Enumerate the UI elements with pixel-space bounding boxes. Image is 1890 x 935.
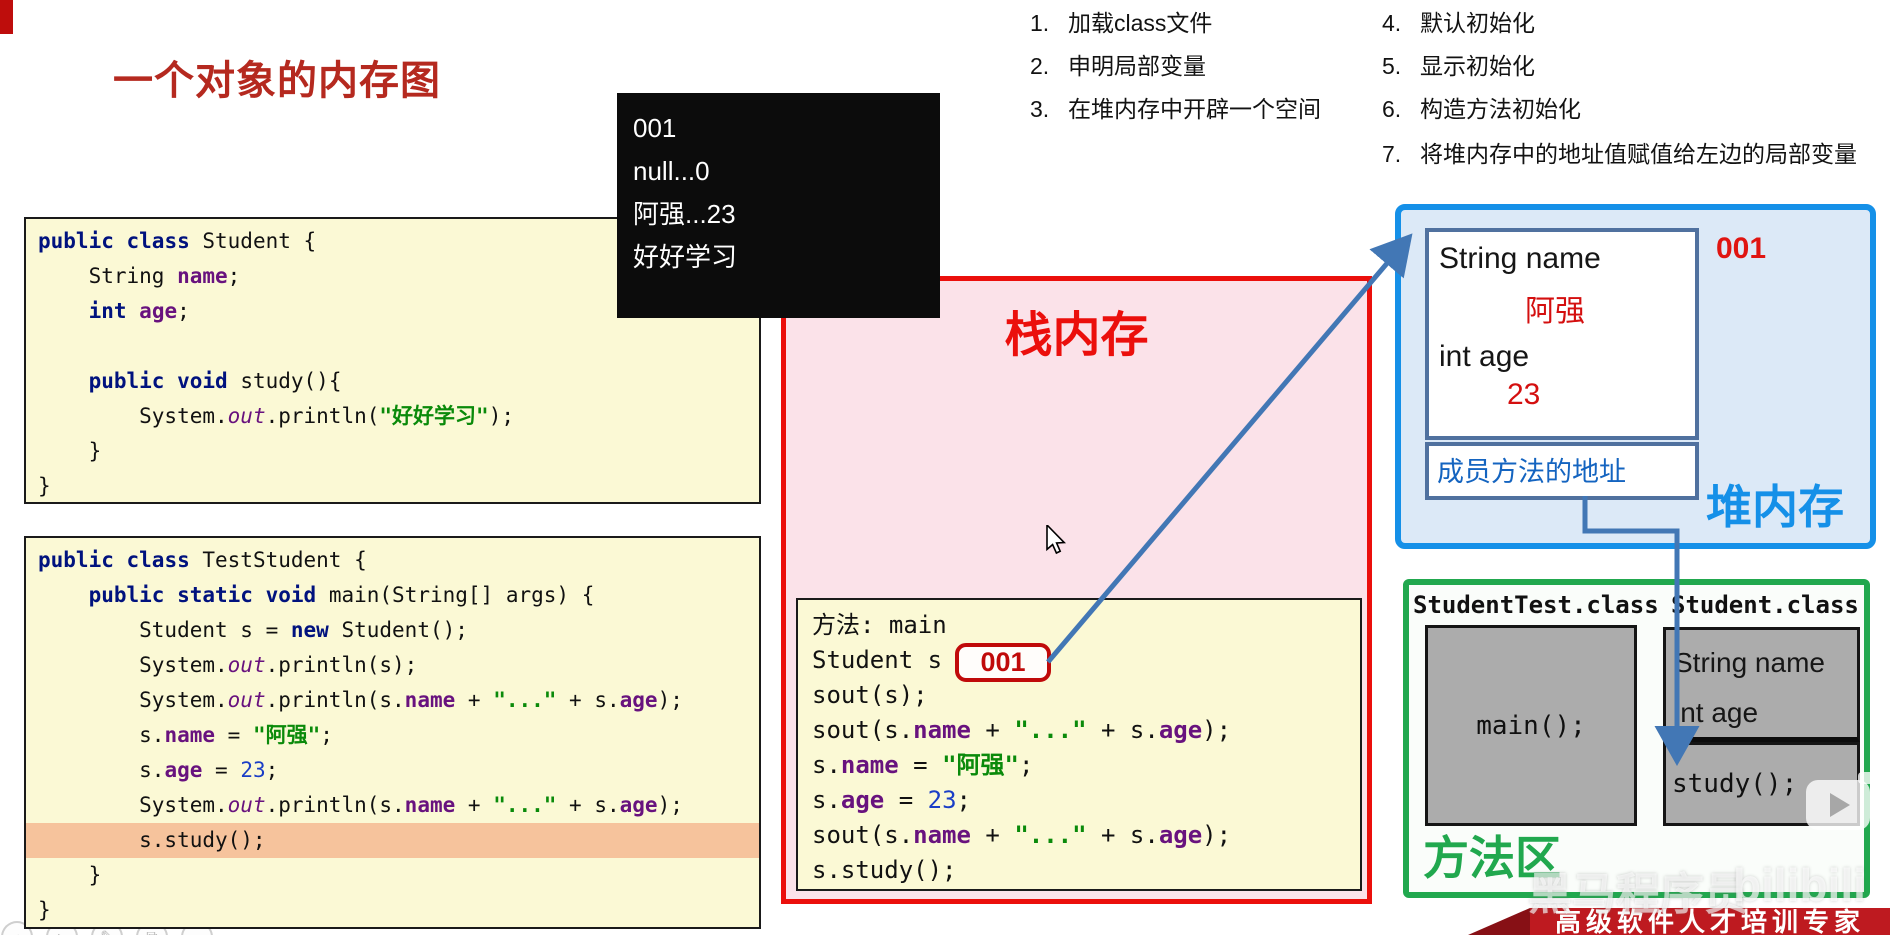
play-triangle-icon (1830, 793, 1850, 817)
step-text: 在堆内存中开辟一个空间 (1068, 96, 1321, 122)
student-fields-box: String name int age (1663, 627, 1860, 742)
studenttest-class-label: StudentTest.class (1413, 591, 1659, 619)
step-item-5: 5. 显示初始化 (1382, 47, 1535, 81)
heap-memory-label: 堆内存 (1706, 481, 1844, 533)
heap-field-name-value: 阿强 (1525, 295, 1585, 328)
step-text: 加载class文件 (1068, 10, 1213, 36)
console-line: 阿强...23 (633, 199, 736, 229)
step-text: 构造方法初始化 (1420, 96, 1581, 122)
step-number: 4. (1382, 10, 1402, 36)
banner-ribbon-fold (1468, 908, 1530, 935)
reference-value-badge: 001 (955, 643, 1051, 682)
code-block-student-class: public class Student { String name; int … (24, 217, 761, 504)
step-item-2: 2. 申明局部变量 (1030, 47, 1206, 81)
field-int-age: int age (1674, 697, 1759, 728)
console-output: 001 null...0 阿强...23 好好学习 (617, 93, 940, 318)
tool-glyph: ‹ (14, 929, 19, 935)
step-number: 3. (1030, 96, 1050, 122)
heap-field-age-value: 23 (1507, 378, 1541, 411)
tool-glyph: ⧉ (146, 929, 157, 935)
brand-watermark: 黑马程序员 (1528, 870, 1748, 919)
console-line: null...0 (633, 156, 710, 186)
step-item-1: 1. 加载class文件 (1030, 4, 1212, 38)
main-method-box: main(); (1425, 625, 1637, 826)
method-area-label: 方法区 (1423, 832, 1561, 884)
tool-glyph: ⋯ (189, 929, 205, 935)
step-number: 6. (1382, 96, 1402, 122)
step-item-7: 7. 将堆内存中的地址值赋值给左边的局部变量 (1382, 135, 1857, 169)
step-number: 5. (1382, 53, 1402, 79)
heap-field-name-decl: String name (1439, 242, 1601, 275)
step-text: 显示初始化 (1420, 53, 1535, 79)
method-area-region: StudentTest.class Student.class main(); … (1403, 579, 1870, 898)
heap-memory-region: String name 阿强 int age 23 成员方法的地址 001 堆内… (1395, 204, 1876, 549)
member-method-address-box: 成员方法的地址 (1425, 442, 1699, 500)
heap-object-box: String name 阿强 int age 23 (1425, 228, 1699, 440)
console-line: 001 (633, 113, 677, 143)
tool-glyph: ▸ (58, 929, 66, 935)
step-item-4: 4. 默认初始化 (1382, 4, 1535, 38)
mouse-cursor (1046, 525, 1067, 555)
video-play-button[interactable] (1806, 772, 1874, 830)
step-item-6: 6. 构造方法初始化 (1382, 90, 1581, 124)
heap-field-age-decl: int age (1439, 340, 1530, 373)
page-title: 一个对象的内存图 (113, 59, 441, 103)
study-method-text: study(); (1672, 769, 1798, 799)
site-watermark: bilibili (1733, 859, 1866, 911)
step-number: 7. (1382, 141, 1402, 167)
step-text: 将堆内存中的地址值赋值给左边的局部变量 (1420, 141, 1857, 167)
step-number: 1. (1030, 10, 1050, 36)
heap-address-value: 001 (1716, 232, 1767, 265)
corner-accent-mark (0, 0, 13, 34)
step-text: 申明局部变量 (1068, 53, 1206, 79)
code-block-teststudent-class: public class TestStudent { public static… (24, 536, 761, 929)
main-method-text: main(); (1476, 710, 1586, 741)
console-line: 好好学习 (633, 242, 738, 272)
tool-glyph: ✎ (100, 929, 113, 935)
step-text: 默认初始化 (1420, 10, 1535, 36)
training-banner: 高级软件人才培训专家 (1530, 908, 1890, 935)
step-item-3: 3. 在堆内存中开辟一个空间 (1030, 90, 1321, 124)
step-number: 2. (1030, 53, 1050, 79)
field-string-name: String name (1674, 647, 1825, 678)
student-class-label: Student.class (1671, 591, 1859, 619)
